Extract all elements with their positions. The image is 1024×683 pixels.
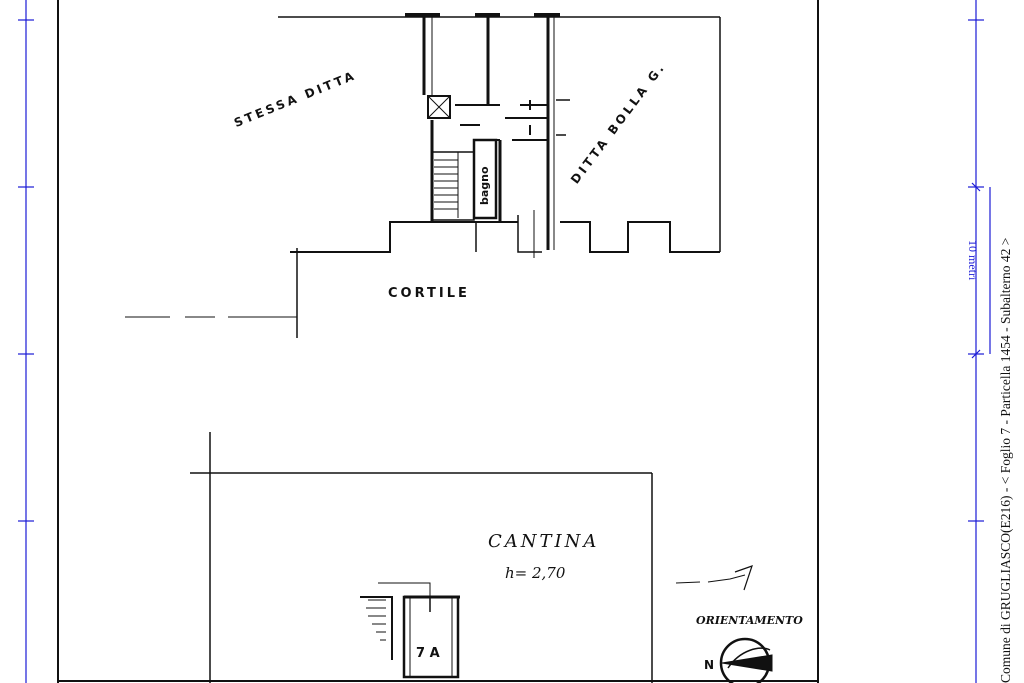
label-orientamento: ORIENTAMENTO xyxy=(696,614,803,627)
label-height: h= 2,70 xyxy=(505,564,566,582)
label-north: N xyxy=(704,658,715,672)
label-bagno: bagno xyxy=(478,166,491,205)
cadastral-reference: Comune di GRUGLIASCO(E216) - < Foglio 7 … xyxy=(998,237,1013,683)
label-cortile: CORTILE xyxy=(388,286,470,301)
label-unit-number: 7 A xyxy=(416,646,440,661)
scale-bar-label: 10 metri xyxy=(966,240,980,281)
label-cantina: CANTINA xyxy=(488,531,600,552)
